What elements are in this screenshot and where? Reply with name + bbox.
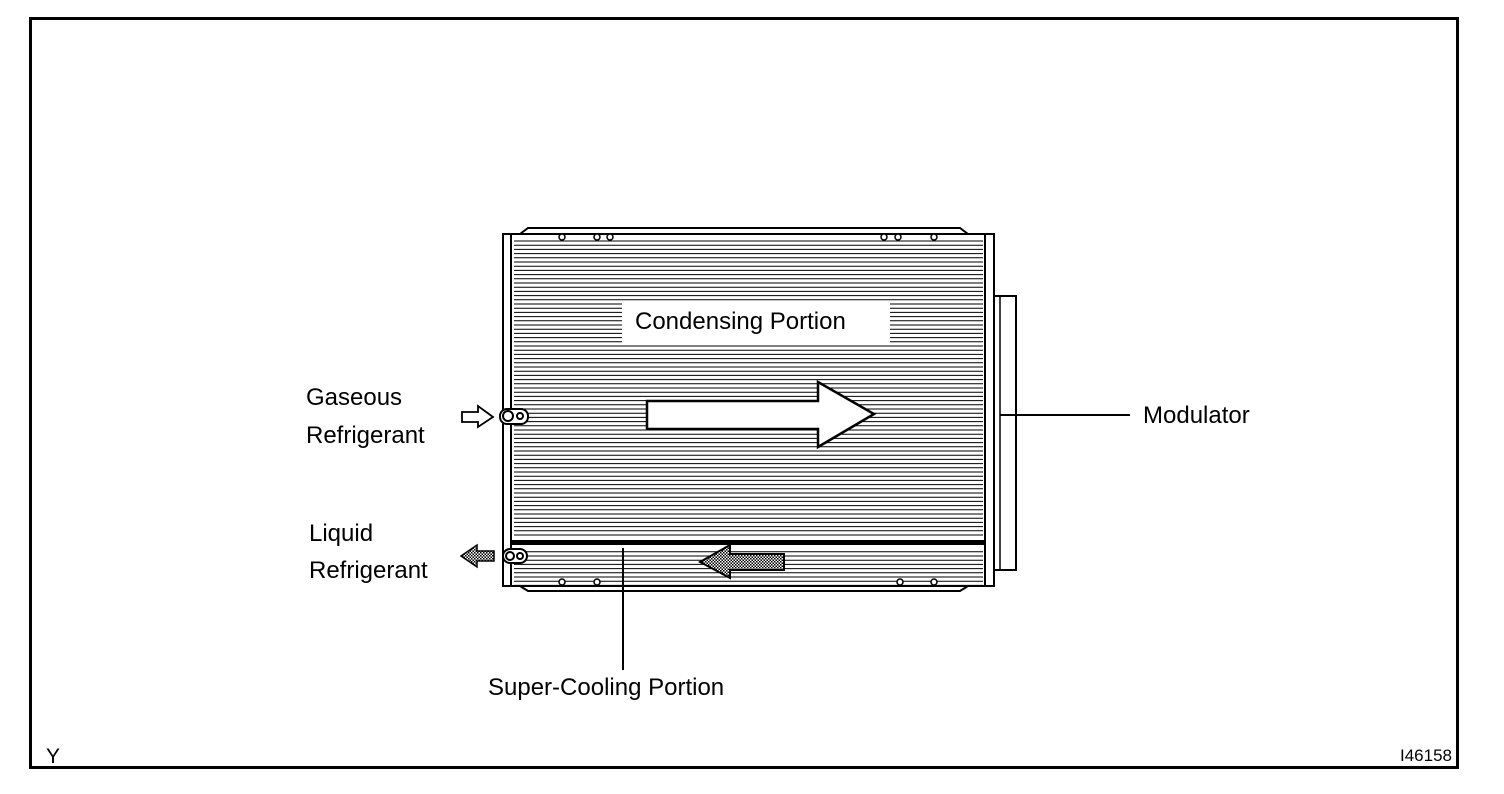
- modulator-label: Modulator: [1143, 402, 1250, 429]
- gaseous-refrigerant-label-line2: Refrigerant: [306, 422, 425, 449]
- core-bottom-rim: [519, 585, 969, 592]
- core-top-rim: [519, 227, 969, 235]
- condensing-portion-label: Condensing Portion: [635, 308, 846, 335]
- outlet-fitting: [502, 548, 528, 564]
- modulator-body: [993, 295, 1017, 571]
- portion-separator: [511, 540, 985, 545]
- figure-id: I46158: [1400, 746, 1452, 765]
- inlet-fitting: [499, 408, 529, 425]
- dotted-arrow-left-icon: [459, 543, 495, 569]
- super-cooling-portion-label: Super-Cooling Portion: [488, 674, 725, 701]
- outline-arrow-right-icon: [461, 404, 495, 429]
- figure-frame: [29, 17, 1459, 769]
- liquid-refrigerant-label-line1: Liquid: [309, 520, 374, 547]
- shaded-arrow-left-icon: [697, 543, 785, 580]
- condenser-core: [502, 233, 995, 587]
- large-arrow-right-icon: [645, 379, 877, 450]
- condenser-fins: [514, 240, 983, 586]
- liquid-refrigerant-label-line2: Refrigerant: [309, 557, 428, 584]
- corner-letter: Y: [46, 745, 61, 768]
- gaseous-refrigerant-label-line1: Gaseous: [306, 384, 403, 411]
- condensing-label-backdrop: [622, 303, 890, 343]
- mounting-holes: [558, 233, 938, 586]
